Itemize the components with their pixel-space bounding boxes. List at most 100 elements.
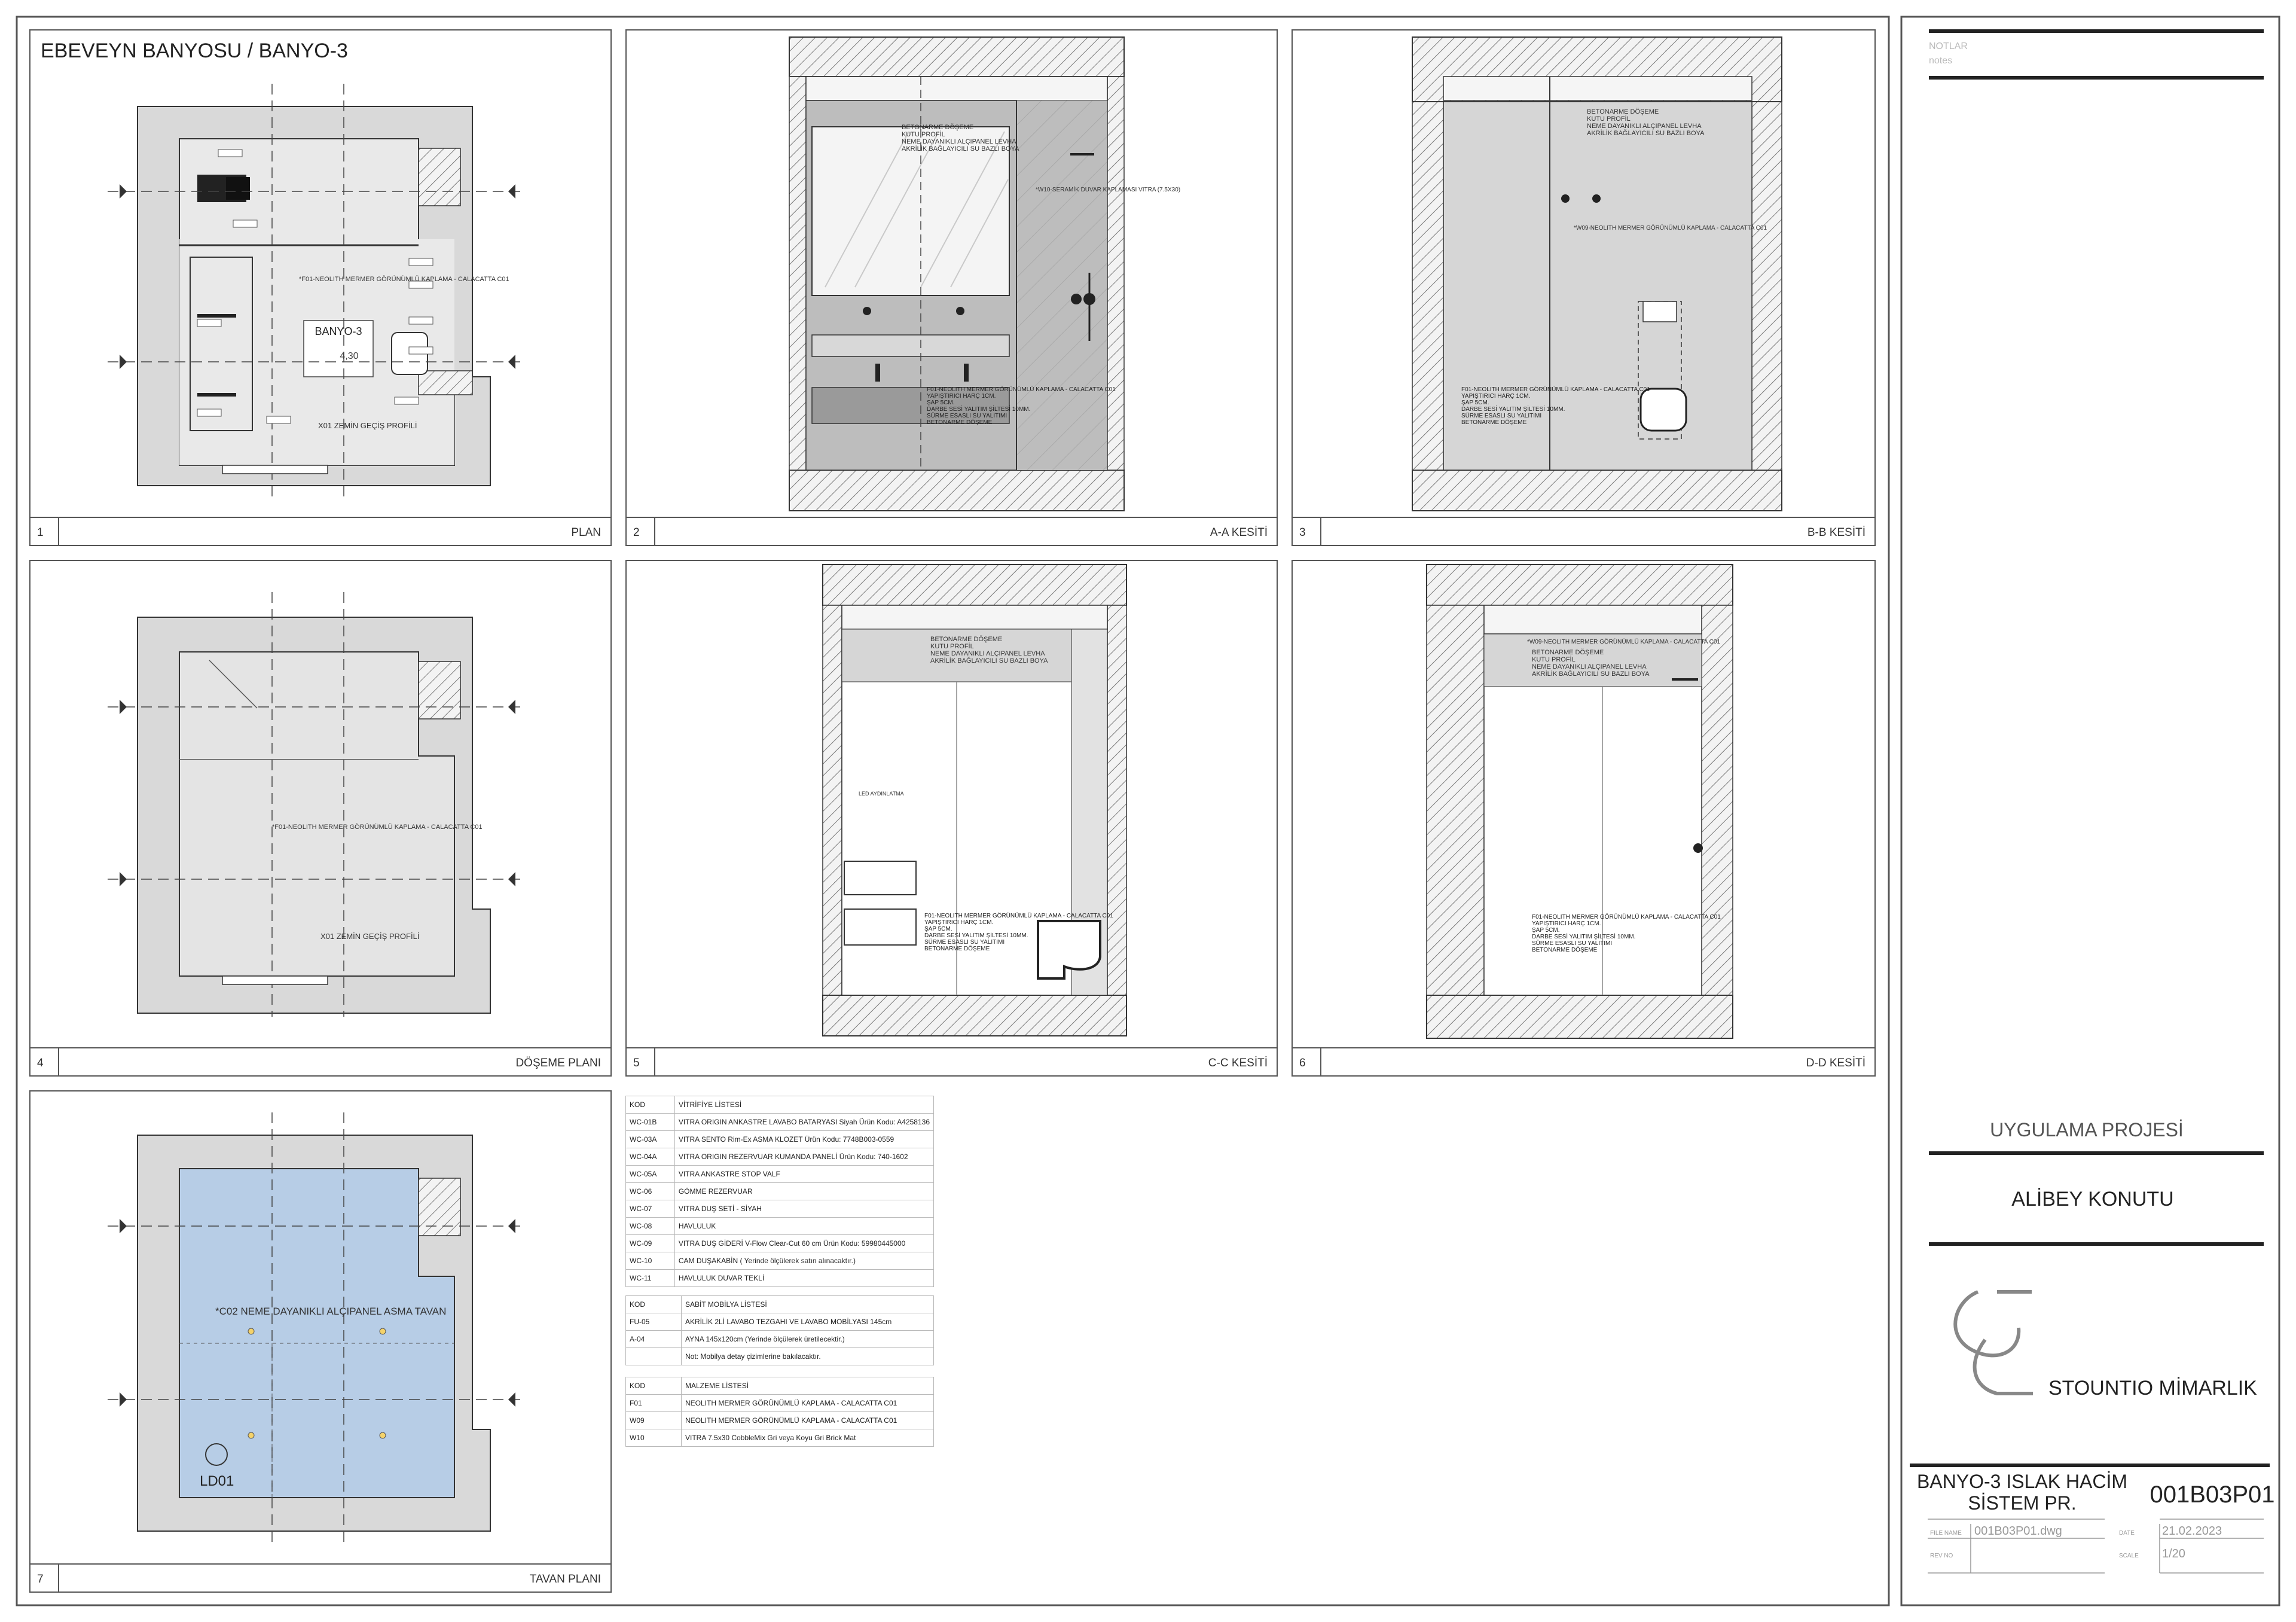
- bb-floor-layer: SÜRME ESASLI SU YALITIMI: [1461, 412, 1541, 419]
- section-aa: BETONARME DÖŞEME KUTU PROFİL NEME DAYANI…: [789, 36, 1180, 511]
- panel-caption-bars: [30, 517, 1875, 1592]
- dd-floor-layer: F01-NEOLITH MERMER GÖRÜNÜMLÜ KAPLAMA - C…: [1532, 913, 1721, 920]
- table-header: KOD SABİT MOBİLYA LİSTESİ: [625, 1295, 934, 1313]
- aa-layer: KUTU PROFİL: [902, 130, 945, 138]
- revision-label: REV NO: [1930, 1553, 1953, 1559]
- table-cell: W10: [625, 1429, 682, 1447]
- table-cell: SABİT MOBİLYA LİSTESİ: [681, 1295, 934, 1313]
- bb-layer: NEME DAYANIKLI ALÇIPANEL LEVHA: [1587, 123, 1702, 130]
- cc-led-note: LED AYDINLATMA: [859, 791, 904, 797]
- table-cell: VITRA DUŞ SETİ - SİYAH: [674, 1200, 935, 1218]
- table-cell: WC-05A: [625, 1165, 675, 1183]
- titleblock-lines: [1910, 29, 2270, 1467]
- bb-floor-layer: F01-NEOLITH MERMER GÖRÜNÜMLÜ KAPLAMA - C…: [1461, 386, 1650, 393]
- table-cell: HAVLULUK DUVAR TEKLİ: [674, 1269, 935, 1287]
- cc-layer: KUTU PROFİL: [930, 642, 974, 650]
- panel-number: 6: [1299, 1057, 1306, 1069]
- table-cell: GÖMME REZERVUAR: [674, 1182, 935, 1200]
- panel-title: D-D KESİTİ: [1806, 1057, 1866, 1069]
- threshold-note: X01 ZEMİN GEÇİŞ PROFİLİ: [320, 932, 419, 941]
- table-cell: AKRİLİK 2Lİ LAVABO TEZGAHI VE LAVABO MOB…: [681, 1313, 934, 1331]
- aa-floor-layer: F01-NEOLITH MERMER GÖRÜNÜMLÜ KAPLAMA - C…: [927, 386, 1116, 393]
- sheet-title-line1: BANYO-3 ISLAK HACİM: [1917, 1471, 2127, 1492]
- aa-layer: NEME DAYANIKLI ALÇIPANEL LEVHA: [902, 138, 1016, 145]
- scale-value: 1/20: [2162, 1547, 2185, 1560]
- dd-floor-layer: SÜRME ESASLI SU YALITIMI: [1532, 940, 1612, 947]
- bb-floor-layer: YAPIŞTIRICI HARÇ 1CM.: [1461, 393, 1530, 400]
- table-cell: MALZEME LİSTESİ: [681, 1377, 934, 1395]
- cc-floor-layer: DARBE SESİ YALITIM ŞİLTESİ 10MM.: [924, 931, 1028, 939]
- titleblock-border: [1900, 16, 2280, 1606]
- sheet-title-line2: SİSTEM PR.: [1968, 1492, 2076, 1514]
- table-cell: A-04: [625, 1330, 682, 1348]
- table-cell: VITRA ORIGIN REZERVUAR KUMANDA PANELİ Ür…: [674, 1148, 935, 1166]
- table-cell: VITRA ORIGIN ANKASTRE LAVABO BATARYASI S…: [674, 1113, 935, 1131]
- dd-layer: KUTU PROFİL: [1532, 655, 1576, 663]
- cc-layer: AKRİLİK BAĞLAYICILI SU BAZLI BOYA: [930, 657, 1048, 664]
- ceiling-note: *C02 NEME DAYANIKLI ALÇIPANEL ASMA TAVAN: [215, 1306, 446, 1317]
- page-title: EBEVEYN BANYOSU / BANYO-3: [41, 39, 348, 62]
- cc-floor-layer: BETONARME DÖŞEME: [924, 945, 990, 952]
- plan-drawing: BANYO-3 4,30 *F01-NEOLITH MERMER GÖRÜNÜM…: [108, 84, 520, 502]
- panel-number: 7: [37, 1573, 44, 1586]
- threshold-note: X01 ZEMİN GEÇİŞ PROFİLİ: [318, 421, 417, 430]
- cc-floor-layer: ŞAP 5CM.: [924, 926, 952, 932]
- project-name: ALİBEY KONUTU: [2011, 1188, 2173, 1211]
- bb-wall-note: *W09-NEOLITH MERMER GÖRÜNÜMLÜ KAPLAMA - …: [1574, 224, 1767, 231]
- panel-title: A-A KESİTİ: [1210, 526, 1268, 539]
- table-cell: WC-03A: [625, 1130, 675, 1148]
- panel-title: DÖŞEME PLANI: [515, 1057, 601, 1069]
- dd-layer: NEME DAYANIKLI ALÇIPANEL LEVHA: [1532, 663, 1647, 670]
- section-cc: LED AYDINLATMA BETONARME DÖŞEME KUTU PRO…: [822, 564, 1127, 1036]
- cc-floor-layer: SÜRME ESASLI SU YALITIMI: [924, 938, 1004, 946]
- table-cell: WC-09: [625, 1234, 675, 1252]
- ceiling-plan-drawing: *C02 NEME DAYANIKLI ALÇIPANEL ASMA TAVAN…: [108, 1112, 520, 1543]
- panel-number: 4: [37, 1057, 44, 1069]
- table-row: Not: Mobilya detay çizimlerine bakılacak…: [625, 1347, 934, 1365]
- panel-number: 3: [1299, 526, 1306, 539]
- table-cell: KOD: [625, 1295, 682, 1313]
- aa-floor-layer: SÜRME ESASLI SU YALITIMI: [927, 412, 1007, 419]
- table-cell: AYNA 145x120cm (Yerinde ölçülerek üretil…: [681, 1330, 934, 1348]
- table-header: KOD VİTRİFİYE LİSTESİ: [625, 1096, 935, 1114]
- cc-floor-layer: YAPIŞTIRICI HARÇ 1CM.: [924, 919, 993, 926]
- table-cell: WC-07: [625, 1200, 675, 1218]
- light-tag: LD01: [200, 1473, 234, 1489]
- bb-layer: AKRİLİK BAĞLAYICILI SU BAZLI BOYA: [1587, 129, 1705, 137]
- notes-sublabel: notes: [1929, 56, 1952, 66]
- table-cell: KOD: [625, 1096, 675, 1114]
- bb-layer: BETONARME DÖŞEME: [1587, 108, 1659, 115]
- table-cell: WC-06: [625, 1182, 675, 1200]
- aa-floor-layer: ŞAP 5CM.: [927, 400, 955, 406]
- floor-finish-note: *F01-NEOLITH MERMER GÖRÜNÜMLÜ KAPLAMA - …: [272, 824, 483, 831]
- aa-floor-layer: YAPIŞTIRICI HARÇ 1CM.: [927, 393, 996, 400]
- table-cell: KOD: [625, 1377, 682, 1395]
- panel-title: C-C KESİTİ: [1208, 1057, 1268, 1069]
- table-cell: F01: [625, 1394, 682, 1412]
- floor-plan-drawing: *F01-NEOLITH MERMER GÖRÜNÜMLÜ KAPLAMA - …: [108, 592, 520, 1017]
- table-cell: VITRA DUŞ GİDERİ V-Flow Clear-Cut 60 cm …: [674, 1234, 935, 1252]
- titleblock-grid: [1928, 1519, 2264, 1574]
- table-cell: FU-05: [625, 1313, 682, 1331]
- aa-layer: BETONARME DÖŞEME: [902, 124, 973, 131]
- table-cell: WC-10: [625, 1252, 675, 1270]
- aa-floor-layer: DARBE SESİ YALITIM ŞİLTESİ 10MM.: [927, 405, 1030, 413]
- dd-floor-layer: ŞAP 5CM.: [1532, 927, 1560, 934]
- scale-label: SCALE: [2119, 1553, 2139, 1559]
- aa-floor-layer: BETONARME DÖŞEME: [927, 419, 993, 426]
- dd-floor-layer: DARBE SESİ YALITIM ŞİLTESİ 10MM.: [1532, 932, 1635, 940]
- bb-floor-layer: BETONARME DÖŞEME: [1461, 419, 1527, 426]
- sheet-border: [16, 16, 1890, 1606]
